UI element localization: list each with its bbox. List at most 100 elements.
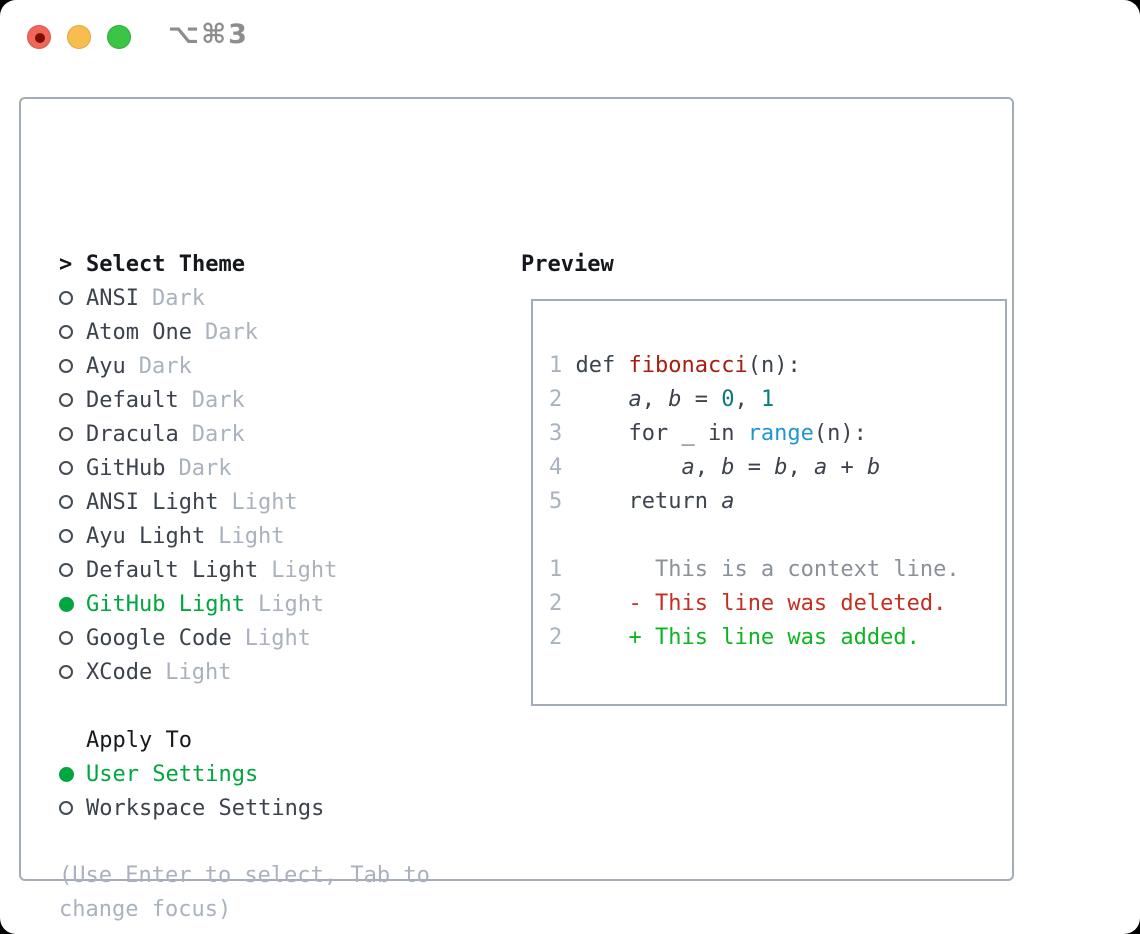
theme-option-label: GitHub Light — [86, 591, 245, 617]
theme-option-label: ANSI — [86, 285, 139, 311]
circle-outline-icon — [59, 529, 73, 543]
code-segment-code: + — [827, 455, 867, 480]
code-segment-lnum: 2 — [549, 625, 563, 650]
code-segment-num: 0 — [721, 387, 735, 412]
radio-unselected-icon — [59, 359, 86, 373]
circle-outline-icon — [59, 359, 73, 373]
theme-option-label: Atom One — [86, 319, 192, 345]
code-line-8: 2 - This line was deleted. — [549, 587, 960, 621]
theme-option-label: Google Code — [86, 625, 232, 651]
code-segment-builtin: range — [747, 421, 814, 446]
code-line-6 — [549, 519, 960, 553]
theme-option-label: ANSI Light — [86, 489, 219, 515]
theme-option-variant-tag: Dark — [138, 353, 192, 379]
theme-option-xcode-light[interactable]: XCode Light — [59, 655, 499, 689]
code-segment-func: fibonacci — [628, 353, 748, 378]
zoom-button[interactable] — [107, 25, 131, 49]
hint-text-line-1: (Use Enter to select, Tab to — [59, 863, 430, 888]
theme-option-variant-tag: Dark — [151, 285, 205, 311]
radio-unselected-icon — [59, 461, 86, 475]
code-segment-var: b — [774, 455, 788, 480]
code-segment-added: + This line was added. — [628, 625, 920, 650]
theme-option-ansi-dark[interactable]: ANSI Dark — [59, 281, 499, 315]
code-segment-var: b — [668, 387, 682, 412]
code-line-2: 2 a, b = 0, 1 — [549, 383, 960, 417]
apply-option-label: Workspace Settings — [86, 795, 325, 821]
radio-unselected-icon — [59, 325, 86, 339]
code-segment-lnum: 3 — [549, 421, 563, 446]
circle-outline-icon — [59, 631, 73, 645]
radio-selected-icon — [59, 596, 86, 612]
close-button[interactable] — [27, 25, 51, 49]
code-line-3: 3 for _ in range(n): — [549, 417, 960, 451]
minimize-button[interactable] — [67, 25, 91, 49]
code-segment-code — [562, 557, 655, 582]
code-segment-code — [562, 625, 628, 650]
theme-option-label: Dracula — [86, 421, 179, 447]
radio-unselected-icon — [59, 495, 86, 509]
code-segment-var: a — [681, 455, 695, 480]
theme-option-variant-tag: Light — [244, 625, 311, 651]
circle-outline-icon — [59, 495, 73, 509]
circle-outline-icon — [59, 325, 73, 339]
code-segment-var: b — [721, 455, 735, 480]
theme-option-variant-tag: Dark — [204, 319, 258, 345]
code-segment-code — [562, 591, 628, 616]
theme-option-label: XCode — [86, 659, 153, 685]
code-segment-code: return — [562, 489, 722, 514]
radio-unselected-icon — [59, 291, 86, 305]
circle-outline-icon — [59, 665, 73, 679]
code-segment-code: for _ in — [562, 421, 748, 446]
focus-prompt-marker: > — [59, 252, 86, 277]
code-segment-var: a — [628, 387, 642, 412]
theme-option-atom-one-dark[interactable]: Atom One Dark — [59, 315, 499, 349]
code-segment-code: , — [641, 387, 669, 412]
theme-list-title: Select Theme — [86, 251, 245, 277]
code-line-9: 2 + This line was added. — [549, 621, 960, 655]
code-segment-code: , — [787, 455, 814, 480]
code-segment-code: , — [734, 387, 761, 412]
prompt-icon: > — [59, 251, 73, 277]
code-segment-lnum: 4 — [549, 455, 563, 480]
apply-option-workspace-settings[interactable]: Workspace Settings — [59, 791, 499, 825]
code-segment-code — [562, 387, 628, 412]
radio-unselected-icon — [59, 427, 86, 441]
code-segment-var: b — [866, 455, 881, 480]
code-segment-var: a — [721, 489, 735, 514]
apply-option-user-settings[interactable]: User Settings — [59, 757, 499, 791]
theme-option-google-code-light[interactable]: Google Code Light — [59, 621, 499, 655]
spacer — [59, 689, 499, 723]
code-segment-code — [562, 455, 681, 480]
code-segment-num: 1 — [760, 387, 775, 412]
radio-selected-icon — [59, 766, 86, 782]
theme-option-variant-tag: Light — [218, 523, 285, 549]
code-line-7: 1 This is a context line. — [549, 553, 960, 587]
code-segment-lnum: 1 — [549, 557, 563, 582]
theme-list-header: > Select Theme — [59, 247, 499, 281]
apply-to-header: Apply To — [59, 723, 499, 757]
radio-unselected-icon — [59, 529, 86, 543]
code-segment-code: def — [562, 353, 629, 378]
code-segment-deleted: - This line was deleted. — [628, 591, 947, 616]
code-segment-lnum: 1 — [549, 353, 563, 378]
window-titlebar: ⌥⌘3 — [0, 0, 1140, 74]
code-segment-code: (n): — [813, 421, 867, 446]
circle-outline-icon — [59, 427, 73, 441]
theme-option-variant-tag: Light — [165, 659, 232, 685]
theme-option-label: Default — [86, 387, 179, 413]
radio-unselected-icon — [59, 801, 86, 815]
theme-option-label: GitHub — [86, 455, 166, 481]
code-segment-context: This is a context line. — [654, 557, 960, 582]
